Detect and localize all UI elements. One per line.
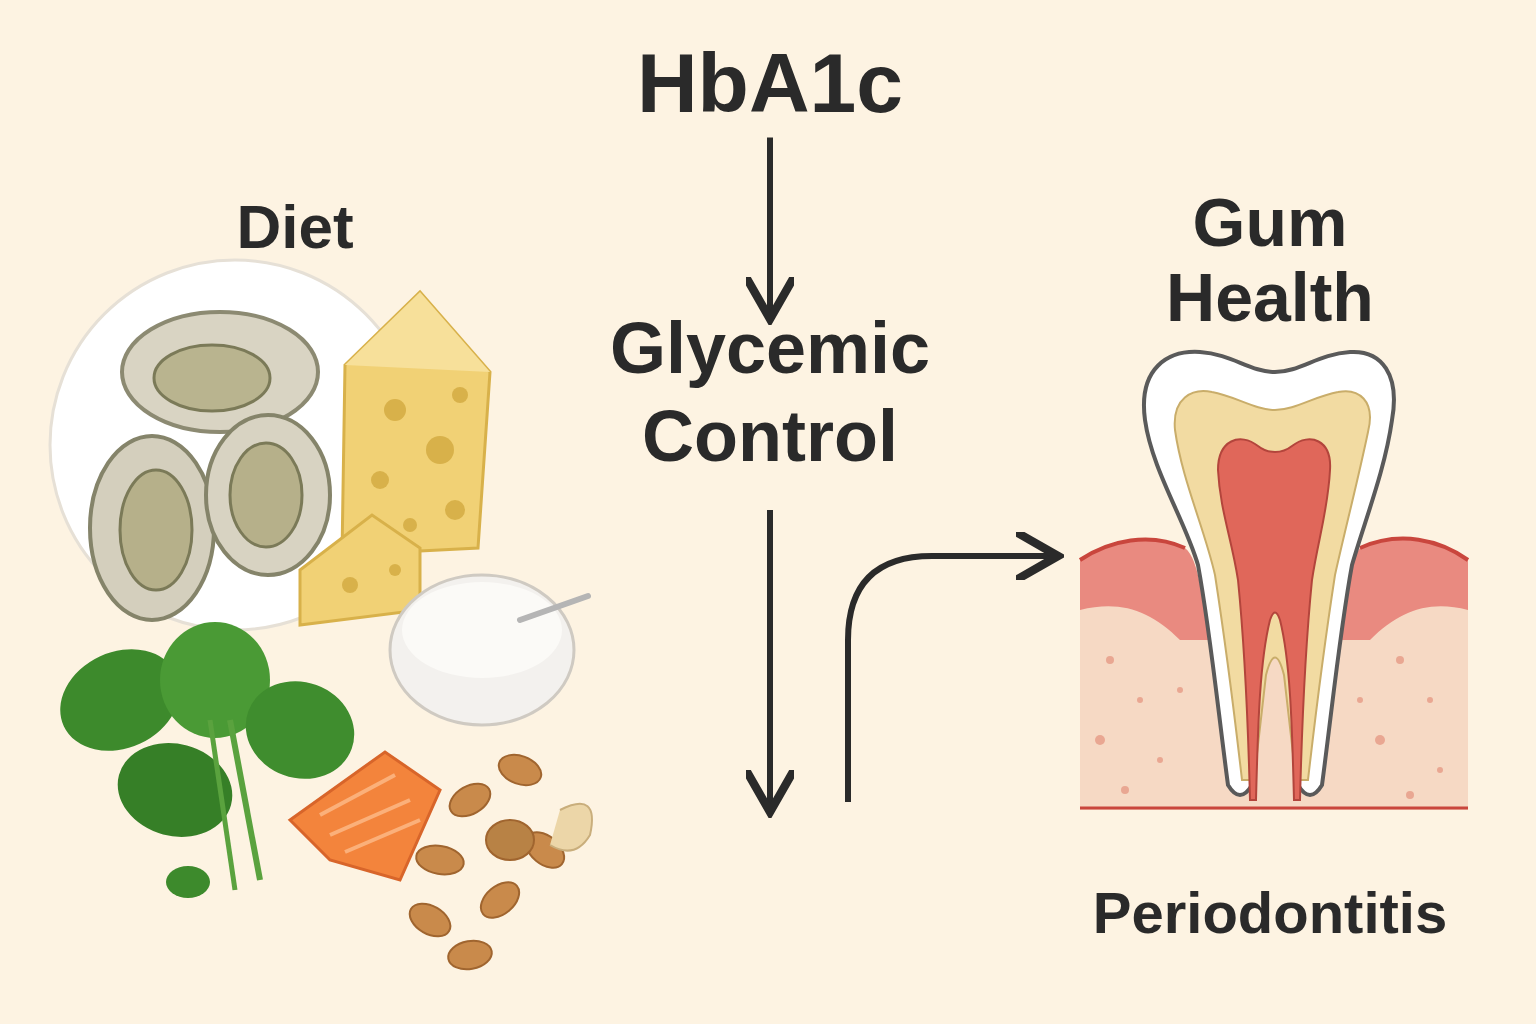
node-label: Diet (150, 190, 440, 264)
diet-node: Diet (150, 190, 440, 264)
node-label: HbA1c (570, 35, 970, 132)
gum-health-node: Gum HealthPeriodontitis (1050, 185, 1490, 945)
heading-node: HbA1c (570, 35, 970, 132)
concept-node: Glycemic Control (540, 305, 1000, 481)
node-label: Periodontitis (1050, 881, 1490, 945)
flow-arrow (767, 138, 773, 313)
tooth-illustration (1080, 352, 1468, 810)
node-label: Gum Health (1105, 185, 1435, 335)
flow-arrows (770, 510, 1052, 806)
food-illustration (44, 260, 592, 973)
node-label: Glycemic Control (540, 305, 1000, 481)
